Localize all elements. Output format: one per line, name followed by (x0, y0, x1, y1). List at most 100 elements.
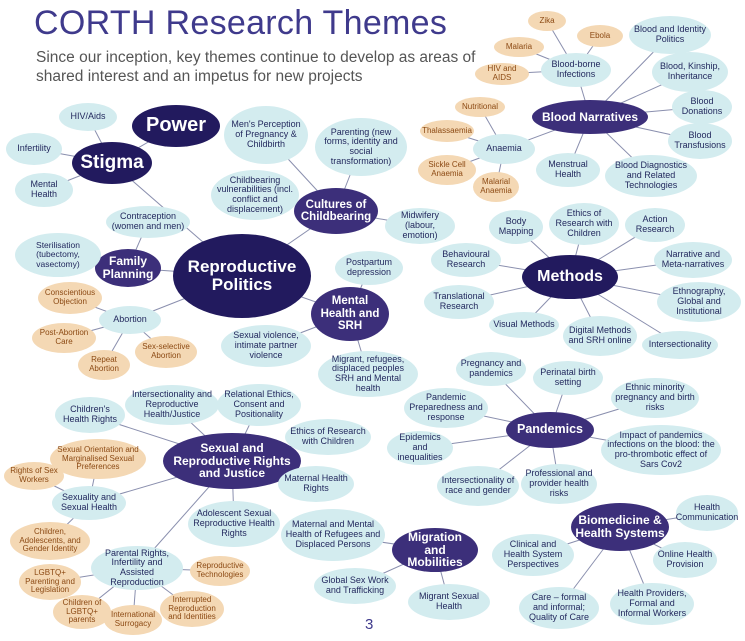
node-ethics-research-children-m: Ethics of Research with Children (549, 203, 619, 245)
node-label: Mental Health and SRH (320, 295, 380, 333)
node-label: Pandemics (516, 422, 583, 437)
node-anaemia: Anaemia (473, 134, 535, 164)
node-label: Zika (539, 15, 555, 25)
node-label: Anaemia (486, 143, 522, 154)
node-label: Sickle Cell Anaemia (428, 160, 466, 178)
node-sterilisation: Sterilisation (tubectomy, vasectomy) (15, 233, 101, 277)
node-label: Post-Abortion Care (39, 328, 89, 346)
node-label: Contraception (women and men) (111, 211, 185, 231)
node-hiv-aids: HIV/Aids (59, 103, 117, 131)
node-blood-identity-politics: Blood and Identity Politics (629, 16, 711, 54)
node-lgbtq-parenting: LGBTQ+ Parenting and Legislation (19, 564, 81, 600)
node-blood-transfusions: Blood Transfusions (668, 123, 732, 159)
node-mental-health: Mental Health (15, 173, 73, 207)
node-global-sex-work: Global Sex Work and Trafficking (314, 568, 396, 604)
node-label: Stigma (80, 151, 144, 173)
node-label: Children of LGBTQ+ parents (62, 598, 102, 625)
node-impact-pandemics: Impact of pandemics infections on the bl… (601, 425, 721, 475)
node-childrens-health-rights: Children's Health Rights (55, 397, 125, 433)
node-stigma: Stigma (72, 142, 152, 184)
node-family-planning: Family Planning (95, 249, 161, 287)
node-label: Reproductive Technologies (196, 561, 244, 579)
node-midwifery: Midwifery (labour, emotion) (385, 208, 455, 244)
node-blood-diagnostics: Blood Diagnostics and Related Technologi… (605, 155, 697, 197)
node-label: Blood Diagnostics and Related Technologi… (614, 160, 688, 190)
node-label: Digital Methods and SRH online (568, 325, 632, 345)
node-label: Impact of pandemics infections on the bl… (607, 429, 715, 469)
node-childbearing-vulnerabilities: Childbearing vulnerabilities (incl. conf… (211, 170, 299, 220)
node-visual-methods: Visual Methods (489, 312, 559, 338)
node-label: Action Research (635, 214, 675, 234)
node-malarial-anaemia: Malarial Anaemia (473, 172, 519, 202)
node-label: Mental Health (30, 179, 58, 199)
node-infertility: Infertility (6, 133, 62, 165)
node-label: Health Providers, Formal and Informal Wo… (617, 588, 687, 618)
node-cultures-of-childbearing: Cultures of Childbearing (294, 188, 378, 234)
node-reproductive-politics: Reproductive Politics (173, 234, 311, 318)
node-label: Epidemics and inequalities (397, 432, 443, 462)
node-conscientious-objection: Conscientious Objection (38, 282, 102, 314)
node-maternal-health-rights: Maternal Health Rights (278, 466, 354, 502)
node-label: Abortion (113, 314, 147, 325)
page-title: CORTH Research Themes (34, 4, 448, 42)
node-label: Ethnography, Global and Institutional (672, 286, 726, 316)
node-label: Conscientious Objection (44, 288, 96, 306)
node-label: Intersectionality and Reproductive Healt… (131, 389, 213, 419)
node-label: HIV and AIDS (487, 64, 517, 82)
node-contraception: Contraception (women and men) (106, 206, 190, 238)
node-label: Health Communication (675, 502, 739, 522)
node-label: Postpartum depression (345, 257, 393, 277)
node-abortion: Abortion (99, 306, 161, 334)
node-label: Translational Research (433, 291, 485, 311)
node-rights-sex-workers: Rights of Sex Workers (4, 462, 64, 490)
node-label: Sexual violence, intimate partner violen… (233, 330, 299, 360)
node-label: Nutritional (461, 101, 498, 111)
node-label: Methods (537, 268, 603, 286)
node-care-formal-informal: Care – formal and informal; Quality of C… (519, 587, 599, 629)
node-postpartum-depression: Postpartum depression (335, 251, 403, 285)
node-label: Interrupted Reproduction and Identities (168, 595, 216, 622)
node-migrant-refugees: Migrant, refugees, displaced peoples SRH… (318, 351, 418, 397)
node-label: Reproductive Politics (187, 256, 297, 294)
node-label: Blood Transfusions (674, 130, 726, 150)
node-pregnancy-pandemics: Pregnancy and pandemics (456, 352, 526, 386)
node-ethnic-minority: Ethnic minority pregnancy and birth risk… (611, 378, 699, 418)
node-maternal-mental-health-refugees: Maternal and Mental Health of Refugees a… (281, 509, 385, 561)
node-label: Ethnic minority pregnancy and birth risk… (615, 382, 695, 412)
node-epidemics: Epidemics and inequalities (387, 431, 453, 465)
node-behavioural-research: Behavioural Research (431, 243, 501, 277)
node-thalassaemia: Thalassaemia (420, 120, 474, 142)
node-label: Narrative and Meta-narratives (661, 249, 725, 269)
node-label: Body Mapping (498, 216, 534, 236)
node-label: Sexual Orientation and Marginalised Sexu… (57, 445, 139, 472)
node-label: Relational Ethics, Consent and Positiona… (224, 389, 294, 419)
node-pandemic-preparedness: Pandemic Preparedness and response (404, 388, 488, 428)
node-label: Clinical and Health System Perspectives (503, 539, 563, 569)
node-sexual-orientation: Sexual Orientation and Marginalised Sexu… (50, 439, 146, 479)
node-label: Migration and Mobilities (407, 529, 463, 570)
node-label: Malarial Anaemia (480, 177, 512, 195)
node-label: Menstrual Health (548, 159, 588, 179)
node-label: Infertility (17, 143, 51, 154)
node-intersectionality-rhj: Intersectionality and Reproductive Healt… (125, 385, 219, 425)
node-power: Power (132, 105, 220, 147)
node-label: Sexuality and Sexual Health (60, 492, 118, 512)
node-label: Family Planning (102, 254, 154, 281)
node-label: Ebola (589, 30, 611, 40)
node-label: Migrant Sexual Health (418, 591, 480, 611)
node-ethics-research-children-s: Ethics of Research with Children (285, 419, 371, 455)
page-number: 3 (365, 616, 374, 633)
node-reproductive-technologies: Reproductive Technologies (190, 556, 250, 586)
node-methods: Methods (522, 255, 618, 299)
node-health-communication: Health Communication (676, 495, 738, 531)
node-label: Sterilisation (tubectomy, vasectomy) (36, 240, 80, 269)
node-parental-rights: Parental Rights, Infertility and Assiste… (91, 546, 183, 590)
node-digital-methods: Digital Methods and SRH online (563, 316, 637, 356)
node-label: Ethics of Research with Children (555, 208, 613, 238)
node-label: Visual Methods (493, 319, 555, 330)
node-label: Online Health Provision (657, 549, 713, 569)
node-label: Midwifery (labour, emotion) (400, 210, 439, 240)
node-migration: Migration and Mobilities (392, 528, 478, 572)
node-action-research: Action Research (625, 208, 685, 242)
